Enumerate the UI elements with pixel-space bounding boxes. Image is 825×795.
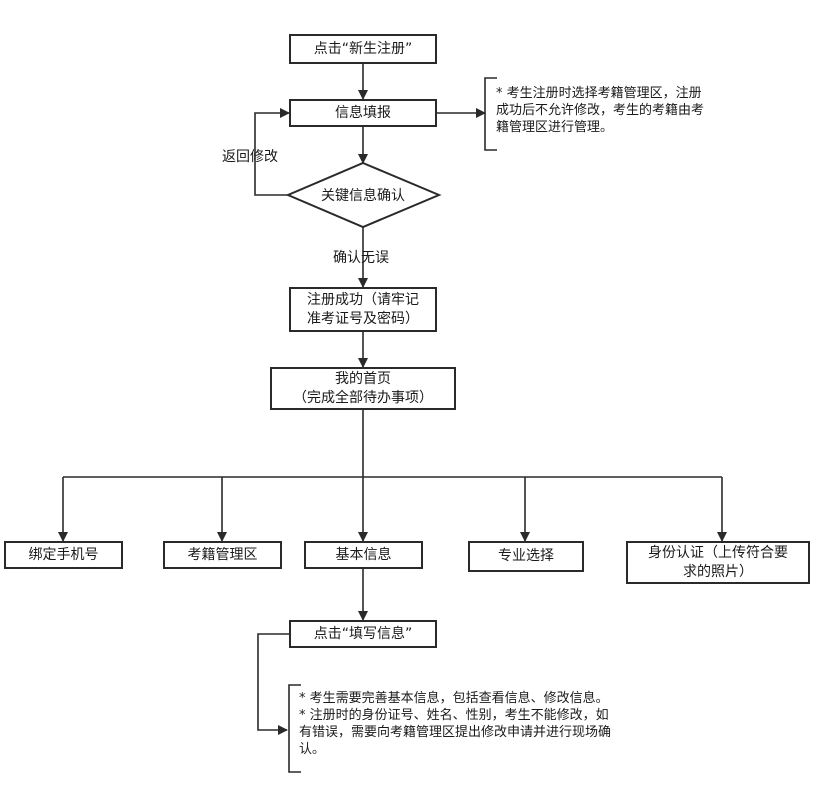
task-major-label: 专业选择 — [498, 548, 554, 564]
fill-box: 信息填报 — [289, 99, 437, 127]
task-identity-box: 身份认证（上传符合要 求的照片） — [626, 541, 810, 584]
note1: * 考生注册时选择考籍管理区，注册 成功后不允许修改，考生的考籍由考 籍管理区进… — [496, 86, 705, 135]
ok-label: 确认无误 — [333, 250, 389, 266]
task-district-box: 考籍管理区 — [163, 541, 282, 569]
note2-bracket — [288, 684, 301, 773]
note1-bracket — [484, 77, 497, 151]
task-identity-label: 身份认证（上传符合要 求的照片） — [648, 544, 788, 580]
task-basic-box: 基本信息 — [304, 541, 423, 569]
fillinfo-label: 点击“填写信息” — [313, 625, 413, 642]
register-box: 点击“新生注册” — [289, 34, 437, 64]
success-label: 注册成功（请牢记 准考证号及密码） — [307, 291, 419, 327]
task-major-box: 专业选择 — [468, 541, 584, 572]
task-phone-box: 绑定手机号 — [4, 541, 123, 569]
home-label: 我的首页 （完成全部待办事项） — [293, 370, 433, 406]
fill-label: 信息填报 — [335, 104, 391, 121]
arrow-fillinfo-to-note — [257, 633, 289, 735]
note2: * 考生需要完善基本信息，包括查看信息、修改信息。 * 注册时的身份证号、姓名、… — [299, 691, 612, 757]
back-label: 返回修改 — [222, 149, 278, 165]
confirm-label: 关键信息确认 — [321, 188, 405, 204]
success-box: 注册成功（请牢记 准考证号及密码） — [289, 287, 437, 332]
arrow-back-to-fill — [254, 108, 290, 196]
home-box: 我的首页 （完成全部待办事项） — [270, 367, 456, 410]
task-district-label: 考籍管理区 — [187, 546, 258, 563]
task-basic-label: 基本信息 — [335, 546, 392, 563]
register-label: 点击“新生注册” — [313, 40, 413, 57]
task-phone-label: 绑定手机号 — [28, 546, 99, 563]
fillinfo-box: 点击“填写信息” — [289, 620, 437, 648]
